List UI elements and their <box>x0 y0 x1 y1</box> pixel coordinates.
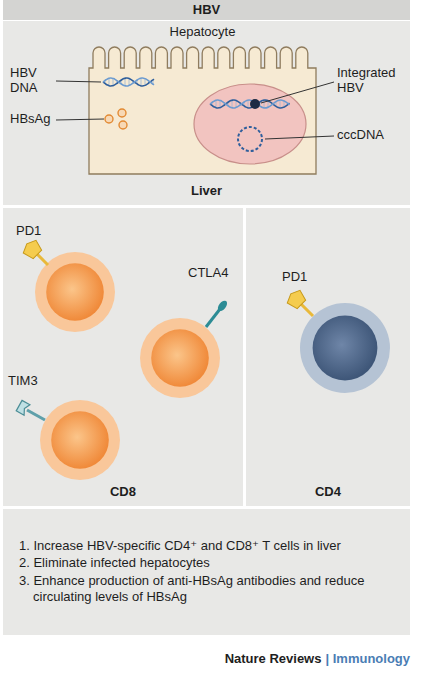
cd8-illustration <box>3 208 243 506</box>
cd4-t-cell-core <box>313 316 378 381</box>
cd4-t-cell <box>300 303 390 393</box>
receptor-label: PD1 <box>282 270 307 285</box>
panel-label: CD4 <box>315 484 341 500</box>
list-item: 3. Enhance production of anti-HBsAg anti… <box>19 573 396 604</box>
tim3-receptor <box>16 400 30 415</box>
cd8-t-cell-core <box>46 263 104 321</box>
integration-site <box>250 99 260 109</box>
cd8-panel: CD8 <box>3 208 243 506</box>
receptor-label: PD1 <box>16 224 41 239</box>
cd4-panel: CD4 <box>246 208 410 506</box>
pd1-stalk <box>36 253 48 265</box>
credit-journal: Nature Reviews <box>225 652 322 667</box>
header-band: HBV <box>3 0 410 20</box>
hbv-dna <box>103 78 154 86</box>
cell-membrane <box>89 47 316 174</box>
cd8-t-cell-core <box>51 411 109 469</box>
structure-label: HBsAg <box>10 112 50 127</box>
ctla4-receptor <box>216 299 229 313</box>
cccdna-circle <box>238 127 262 151</box>
cd8-t-cell <box>35 252 115 332</box>
list-item: 2. Eliminate infected hepatocytes <box>19 555 396 571</box>
hepatocyte-illustration <box>85 24 320 180</box>
cd8-t-cell-core <box>151 329 209 387</box>
hbsag-particle <box>118 109 126 117</box>
panel-heading: HBV <box>193 2 220 18</box>
hepatocyte-cell: Hepatocyte <box>85 24 320 180</box>
panel-label: Liver <box>191 183 222 199</box>
pd1-stalk <box>300 303 313 316</box>
cd8-t-cell <box>140 318 220 398</box>
outcome-list: 1. Increase HBV-specific CD4⁺ and CD8⁺ T… <box>3 509 410 635</box>
credit-section: | Immunology <box>325 652 410 667</box>
tim3-stalk <box>27 410 45 420</box>
integrated-dna <box>210 100 290 108</box>
receptor-label: CTLA4 <box>188 266 228 281</box>
list-item: 1. Increase HBV-specific CD4⁺ and CD8⁺ T… <box>19 538 396 554</box>
ctla4-stalk <box>206 309 220 327</box>
leader-line <box>56 119 104 120</box>
leader-line <box>56 81 101 82</box>
panel-label: CD8 <box>110 484 136 500</box>
hbsag-particle <box>105 115 113 123</box>
structure-label: Integrated HBV <box>337 66 411 96</box>
panel-label: Hepatocyte <box>170 24 236 40</box>
nucleus <box>194 84 306 164</box>
structure-label: cccDNA <box>337 128 384 143</box>
hbsag-particle <box>119 121 127 129</box>
cd4-illustration <box>246 208 410 506</box>
liver-panel: HepatocyteLiver <box>3 21 410 205</box>
structure-label: HBV DNA <box>10 66 54 96</box>
pd1-receptor <box>284 287 307 310</box>
receptor-label: TIM3 <box>8 374 38 389</box>
pd1-receptor <box>20 237 43 260</box>
cd8-t-cell <box>40 400 120 480</box>
leader-line <box>265 136 334 139</box>
leader-line <box>261 82 334 103</box>
